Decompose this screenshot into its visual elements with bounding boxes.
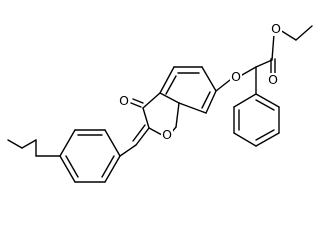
ether-oxygen-label: O (231, 69, 241, 84)
carbonyl-oxygen-label: O (268, 72, 278, 87)
chemical-structure-diagram: O O O O O (7, 21, 313, 183)
furanone-ring (130, 92, 180, 136)
ketone-oxygen-label: O (119, 93, 129, 108)
isopropyl-group (7, 139, 61, 157)
benzofuran-benzene-ring (159, 66, 217, 114)
furan-oxygen-label: O (162, 127, 172, 142)
isopropylphenyl-ring (59, 129, 121, 183)
ester-oxygen-label: O (271, 21, 281, 36)
benzylidene-linker (119, 124, 150, 157)
phenyl-ring (233, 66, 280, 147)
ether-linkage (215, 66, 257, 92)
atom-labels: O O O O O (118, 21, 282, 142)
ester-group (255, 25, 313, 75)
